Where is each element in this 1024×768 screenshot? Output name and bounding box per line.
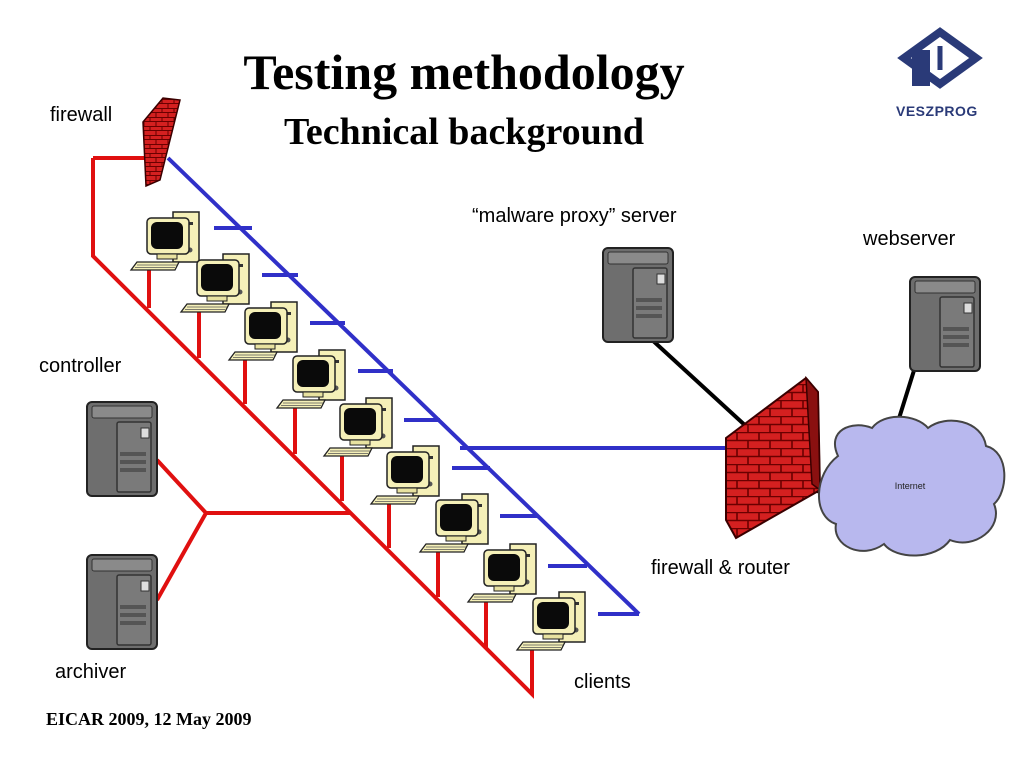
controller-label: controller [39,355,122,377]
red-network-links [91,156,534,699]
client-computer-icon [467,543,537,603]
firewall-router-brick-wall-icon [725,375,822,540]
router-label: firewall & router [651,557,790,579]
logo-text: VESZPROG [896,103,978,119]
client-computer-icon [516,591,586,651]
slide-title: Testing methodology [243,44,685,100]
internet-cloud-icon: Internet [818,415,1006,557]
controller-server-icon [86,401,158,497]
client-computer-icon [419,493,489,553]
firewall-label: firewall [50,104,113,126]
webserver-server-icon [909,276,981,372]
proxy-server-icon [602,247,674,343]
internet-label: Internet [895,481,926,491]
client-computer-icon [370,445,440,505]
slide-subtitle: Technical background [283,111,645,153]
firewall-brick-wall-icon [142,97,181,188]
archiver-label: archiver [55,661,127,683]
footer-text: EICAR 2009, 12 May 2009 [46,709,252,729]
client-computer-icon [228,301,298,361]
webserver-label: webserver [863,228,956,250]
veszprog-logo-icon [897,27,983,89]
proxy-server-label: “malware proxy” server [472,205,677,227]
client-computer-icon [323,397,393,457]
archiver-server-icon [86,554,158,650]
clients-label: clients [574,671,631,693]
blue-network-links [166,156,728,616]
client-computer-icon [276,349,346,409]
client-computer-icon [130,211,200,271]
